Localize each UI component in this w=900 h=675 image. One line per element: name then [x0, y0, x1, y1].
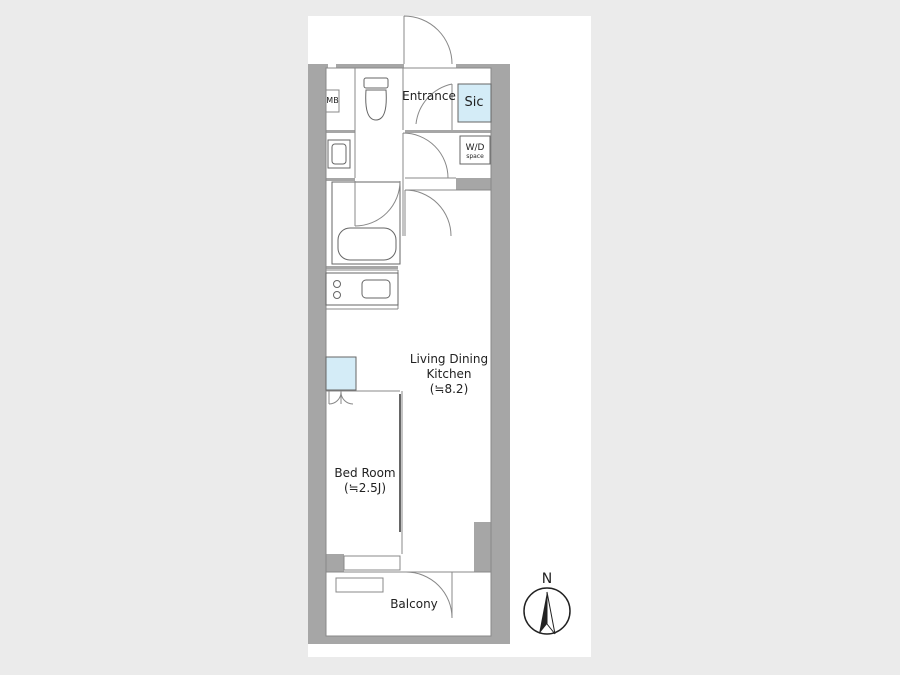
wd-space-box	[459, 135, 491, 165]
mb-shaft	[325, 89, 340, 113]
closet-storage	[325, 356, 357, 391]
room-outlines	[325, 67, 492, 637]
walls	[308, 64, 510, 644]
washbasin-icon	[327, 139, 351, 169]
wd-sub-label: space	[466, 153, 484, 160]
bedroom-label: Bed Room	[334, 466, 395, 480]
entrance-label: Entrance	[402, 89, 456, 103]
sic-storage	[457, 83, 492, 123]
balcony-label: Balcony	[390, 597, 438, 611]
wd-label: W/D	[466, 143, 485, 153]
ldk-area: (≒8.2)	[430, 382, 469, 396]
mb-label: MB	[326, 96, 338, 105]
north-compass-icon: N	[523, 571, 571, 635]
balcony-window	[343, 555, 401, 571]
door-swings	[328, 15, 453, 619]
compass-north-label: N	[542, 571, 552, 587]
sic-label: Sic	[464, 95, 483, 110]
bedroom-area: (≒2.5J)	[344, 481, 386, 495]
ldk-label-line1: Living Dining	[410, 352, 488, 366]
ldk-label-line2: Kitchen	[426, 367, 471, 381]
kitchen-counter-icon	[325, 272, 399, 306]
toilet-icon	[363, 77, 389, 121]
bathtub-icon	[331, 181, 401, 265]
